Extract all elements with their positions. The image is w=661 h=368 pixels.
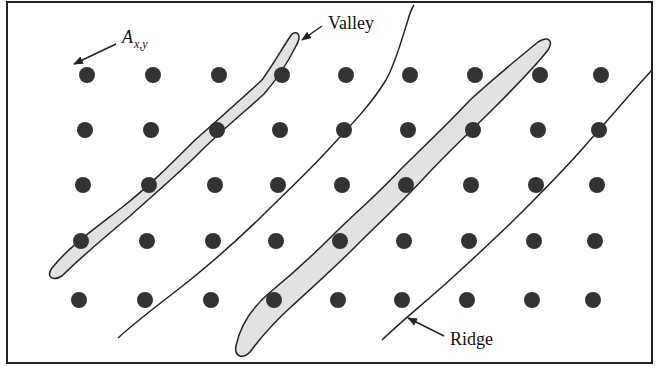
pixel-dot [334, 177, 350, 193]
pixel-dot [73, 233, 89, 249]
pixel-dot [463, 177, 479, 193]
pixel-dot [585, 292, 601, 308]
ridge-label: Ridge [450, 330, 493, 348]
valley-shape [50, 33, 299, 279]
valley-shape [236, 39, 551, 356]
pixel-dot [207, 177, 223, 193]
pixel-dot [139, 233, 155, 249]
pixel-dot [524, 292, 540, 308]
pixel-dot [77, 122, 93, 138]
pixel-dot [589, 177, 605, 193]
pixel-dot [591, 122, 607, 138]
pixel-dot [396, 233, 412, 249]
pixel-dot [205, 233, 221, 249]
pixel-dot [211, 67, 227, 83]
leader-arrow [302, 26, 322, 40]
pixel-dot [526, 233, 542, 249]
pixel-dot [266, 292, 282, 308]
pixel-dot [274, 67, 290, 83]
pixel-dots [71, 67, 609, 308]
pixel-dot [528, 177, 544, 193]
pixel-dot [587, 233, 603, 249]
pixel-dot [400, 122, 416, 138]
pixel-dot [75, 177, 91, 193]
pixel-dot [530, 122, 546, 138]
pixel-dot [465, 122, 481, 138]
pixel-dot [330, 292, 346, 308]
pixel-dot [79, 67, 95, 83]
subscript-label: x,y [134, 38, 148, 50]
pixel-dot [141, 177, 157, 193]
symbol-label: A [122, 28, 133, 46]
frame [7, 2, 652, 363]
pixel-dot [137, 292, 153, 308]
pixel-dot [338, 67, 354, 83]
pixel-dot [532, 67, 548, 83]
pixel-dot [209, 122, 225, 138]
pixel-dot [203, 292, 219, 308]
pixel-dot [467, 67, 483, 83]
pixel-dot [459, 292, 475, 308]
pixel-dot [268, 233, 284, 249]
pixel-dot [270, 177, 286, 193]
pixel-dot [394, 292, 410, 308]
pixel-dot [593, 67, 609, 83]
pixel-dot [402, 67, 418, 83]
pixel-dot [143, 122, 159, 138]
valley-label: Valley [328, 14, 374, 32]
pixel-dot [332, 233, 348, 249]
ridge-line [118, 5, 414, 338]
ridge-line [382, 70, 652, 340]
pixel-dot [461, 233, 477, 249]
pixel-dot [145, 67, 161, 83]
pixel-dot [336, 122, 352, 138]
pixel-dot [398, 177, 414, 193]
leader-arrow [74, 44, 116, 64]
leader-arrow [408, 318, 444, 336]
pixel-dot [71, 292, 87, 308]
pixel-dot [272, 122, 288, 138]
